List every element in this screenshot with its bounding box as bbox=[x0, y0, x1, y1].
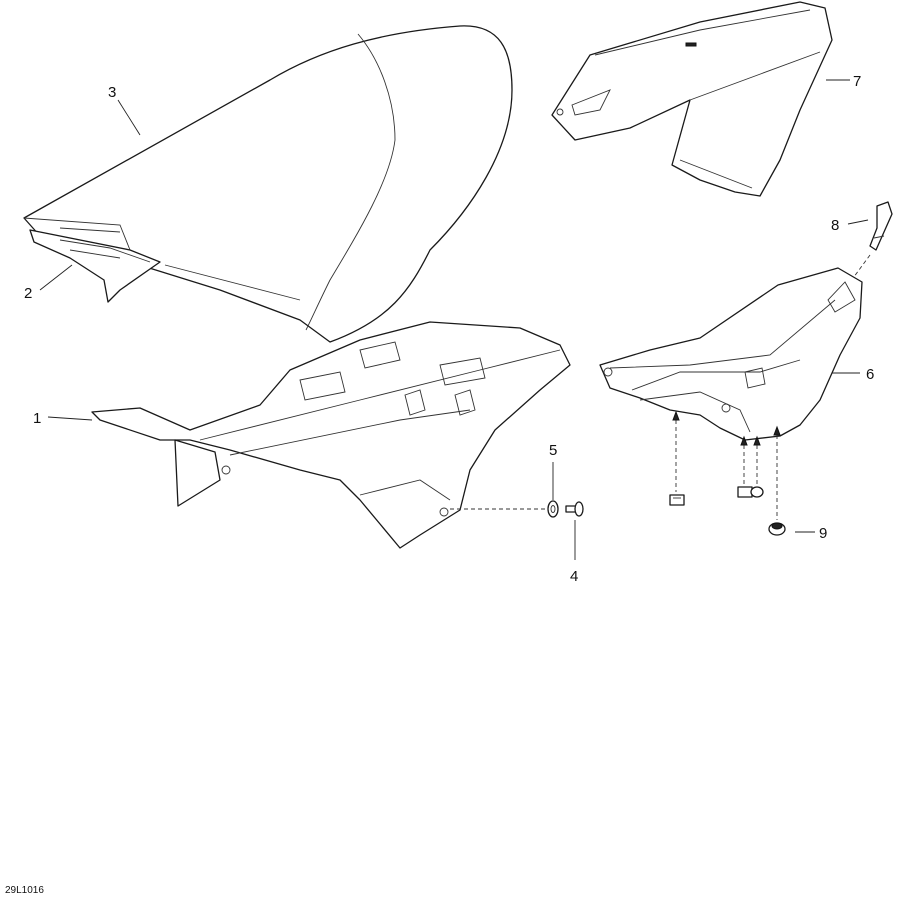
clip-nut bbox=[737, 486, 753, 498]
arrow-head bbox=[753, 435, 761, 446]
callout-4: 4 bbox=[570, 568, 578, 585]
callout-6: 6 bbox=[866, 366, 874, 383]
side-cover bbox=[551, 1, 833, 197]
seat-base bbox=[29, 229, 161, 303]
under-tray bbox=[599, 267, 863, 441]
callout-8: 8 bbox=[831, 217, 839, 234]
screw bbox=[565, 501, 584, 517]
arrow-head bbox=[773, 425, 781, 436]
clip-nut bbox=[750, 486, 764, 498]
washer bbox=[547, 500, 559, 518]
latch-clip bbox=[869, 201, 893, 251]
seat-support-frame bbox=[91, 321, 571, 549]
callout-1: 1 bbox=[33, 410, 41, 427]
seat-cushion bbox=[23, 25, 513, 343]
clip-nut bbox=[669, 494, 685, 506]
grommet bbox=[768, 522, 786, 536]
leader-lines bbox=[39, 79, 869, 560]
figure-code: 29L1016 bbox=[5, 885, 44, 896]
arrow-head bbox=[672, 410, 680, 421]
callout-2: 2 bbox=[24, 285, 32, 302]
callout-3: 3 bbox=[108, 84, 116, 101]
callout-7: 7 bbox=[853, 73, 861, 90]
callout-9: 9 bbox=[819, 525, 827, 542]
arrow-head bbox=[740, 435, 748, 446]
callout-5: 5 bbox=[549, 442, 557, 459]
